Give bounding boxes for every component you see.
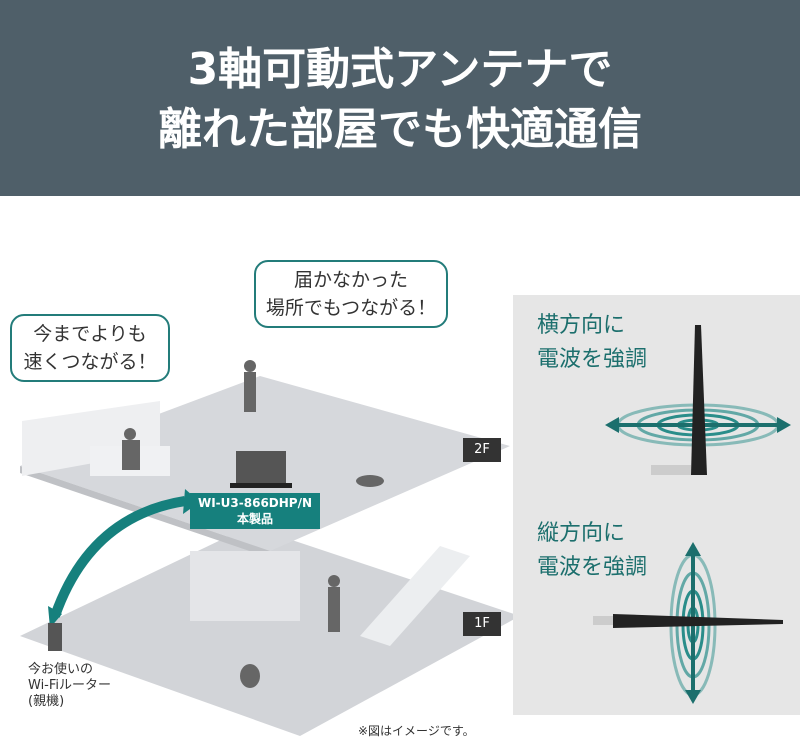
laptop-icon	[236, 451, 286, 483]
floor-tag-2f: 2F	[463, 438, 501, 462]
connection-arrow	[50, 496, 186, 618]
kitchen-counter	[190, 551, 300, 621]
router-label-line: 今お使いの	[28, 662, 94, 677]
floor-1f	[20, 526, 520, 736]
bubble-text: 今までよりも	[33, 323, 147, 345]
antenna-panel: 横方向に 電波を強調 縦方向に 電波を強調	[513, 295, 800, 715]
bubble-text: 場所でもつながる！	[265, 297, 437, 319]
caption-line: 電波を強調	[537, 555, 648, 580]
router-label-line: (親機)	[28, 694, 65, 709]
floors-drawing	[20, 360, 520, 736]
image-note: ※図はイメージです。	[358, 724, 475, 738]
vertical-caption: 縦方向に 電波を強調	[537, 517, 647, 585]
caption-line: 電波を強調	[537, 347, 648, 372]
floor-tag-1f: 1F	[463, 612, 501, 636]
router-icon	[48, 623, 62, 651]
speech-bubble-reach: 届かなかった 場所でもつながる！	[254, 260, 448, 328]
caption-line: 縦方向に	[537, 521, 626, 546]
product-caption: 本製品	[236, 512, 273, 526]
caption-line: 横方向に	[537, 313, 626, 338]
horizontal-caption: 横方向に 電波を強調	[537, 309, 647, 377]
speech-bubble-faster: 今までよりも 速くつながる！	[10, 314, 170, 382]
product-model: WI-U3-866DHP/N	[197, 496, 313, 510]
house-illustration: 今までよりも 速くつながる！ 届かなかった 場所でもつながる！ 2F 1F WI…	[0, 196, 800, 742]
stairs-1f	[360, 546, 470, 646]
dog	[240, 664, 260, 688]
headline-line-2: 離れた部屋でも快適通信	[158, 104, 642, 155]
router-label: 今お使いの Wi-Fiルーター (親機)	[28, 662, 111, 710]
cat	[356, 475, 384, 487]
headline-banner: 3軸可動式アンテナで 離れた部屋でも快適通信	[0, 0, 800, 196]
product-label: WI-U3-866DHP/N 本製品	[190, 493, 320, 529]
headline-line-1: 3軸可動式アンテナで	[187, 44, 613, 95]
bubble-text: 速くつながる！	[23, 351, 157, 373]
bubble-text: 届かなかった	[293, 269, 408, 291]
horizontal-wave-antenna-icon	[605, 325, 791, 475]
vertical-wave-antenna-icon	[593, 542, 783, 704]
router-label-line: Wi-Fiルーター	[28, 678, 112, 693]
